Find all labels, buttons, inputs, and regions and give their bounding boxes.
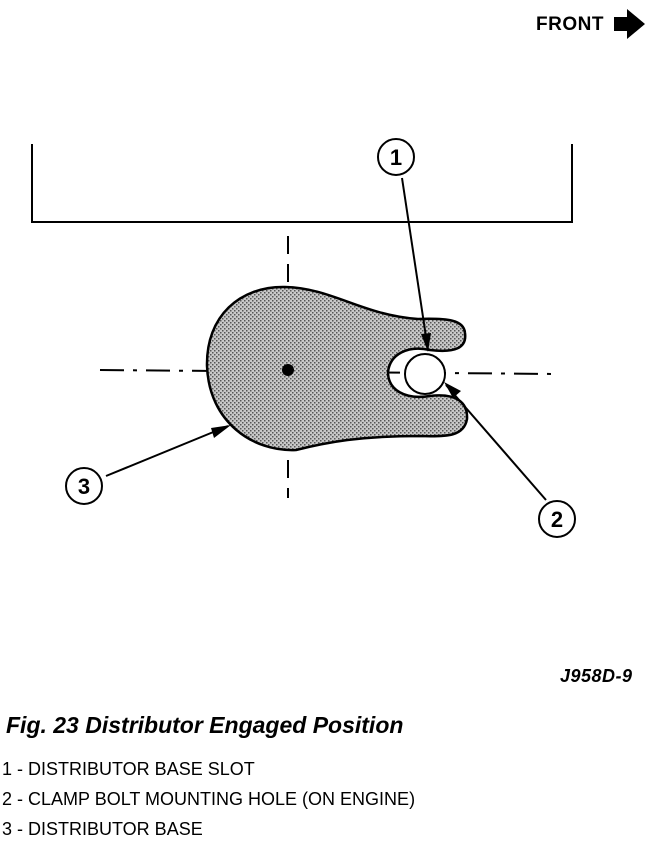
arrow-right-icon — [614, 9, 645, 39]
leader-line-1 — [401, 177, 429, 351]
callout-1: 1 — [377, 138, 415, 176]
horizontal-centerline — [99, 369, 559, 375]
distributor-diagram: 1 2 3 — [31, 9, 645, 538]
leader-arrowhead-3 — [211, 425, 231, 438]
leader-arrowhead-1 — [421, 333, 431, 352]
clamp-bolt-hole — [404, 353, 446, 395]
legend-item: 1 - DISTRIBUTOR BASE SLOT — [2, 759, 255, 779]
callout-number: 2 — [551, 507, 563, 532]
callout-number: 1 — [390, 145, 402, 170]
figure-title: Fig. 23 Distributor Engaged Position — [6, 712, 404, 738]
legend-item: 3 - DISTRIBUTOR BASE — [2, 819, 203, 839]
leader-arrowhead-2 — [444, 382, 461, 398]
callout-number: 3 — [78, 474, 90, 499]
distributor-base — [205, 285, 469, 452]
leader-line-3 — [105, 425, 229, 477]
center-point — [282, 364, 294, 376]
figure-code: J958D-9 — [560, 666, 633, 686]
leader-line-2 — [445, 384, 547, 501]
legend-list: 1 - DISTRIBUTOR BASE SLOT 2 - CLAMP BOLT… — [2, 756, 415, 846]
callout-3: 3 — [65, 467, 103, 505]
engine-outline — [31, 144, 573, 223]
callout-2: 2 — [538, 500, 576, 538]
front-label: FRONT — [536, 14, 604, 35]
legend-item: 2 - CLAMP BOLT MOUNTING HOLE (ON ENGINE) — [2, 789, 416, 809]
